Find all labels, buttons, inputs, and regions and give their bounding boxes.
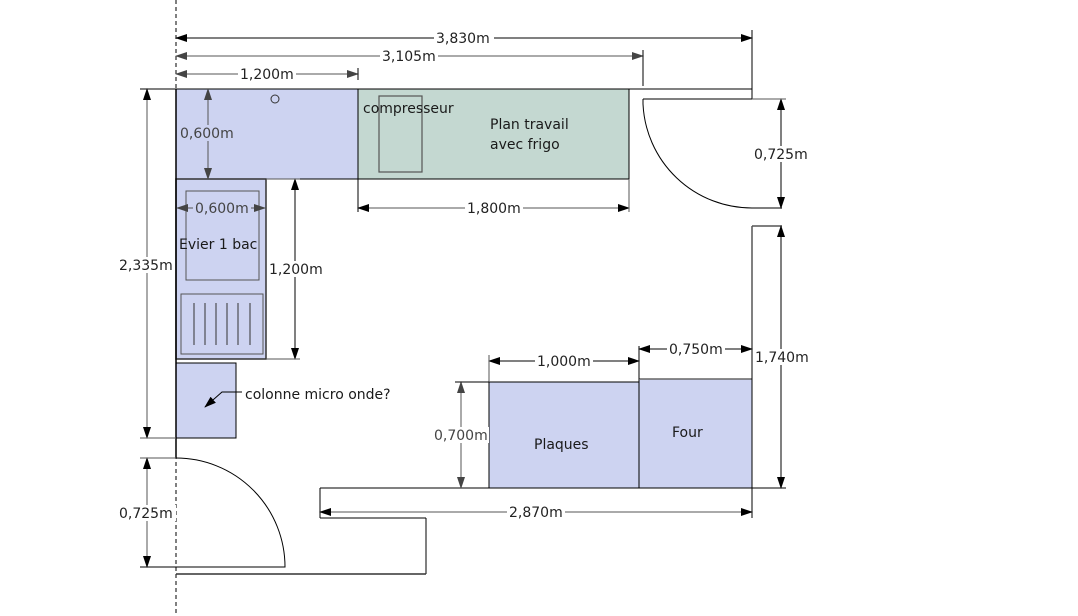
hob-label: Plaques	[534, 437, 589, 453]
dim-bg	[180, 125, 236, 141]
dim-corner-depth: 0,600m	[180, 126, 234, 142]
dim-bottom-run: 2,870m	[509, 505, 563, 521]
dim-bg	[753, 146, 811, 162]
dim-bg	[465, 200, 523, 216]
dim-total-width: 3,830m	[436, 31, 490, 47]
drainer	[180, 293, 264, 355]
compresseur-label: compresseur	[363, 101, 454, 117]
dim-bg	[754, 349, 810, 365]
dim-plaques-depth: 0,700m	[434, 428, 488, 444]
walls	[175, 88, 753, 575]
dim-bg	[118, 257, 174, 273]
dim-bg	[193, 200, 251, 216]
drainer-ribs	[193, 303, 251, 345]
dim-bg	[434, 30, 494, 46]
sink-basin	[185, 190, 260, 281]
left-door[interactable]	[175, 457, 286, 568]
dim-sink-run: 1,200m	[269, 262, 323, 278]
dim-right-door: 0,725m	[754, 147, 808, 163]
dim-bg	[535, 353, 593, 369]
dim-bg	[268, 261, 324, 277]
dim-worktop: 1,800m	[467, 201, 521, 217]
worktop-label-line1: Plan travail	[490, 117, 569, 133]
dim-bg	[118, 505, 176, 521]
compressor-box	[378, 95, 423, 173]
tap-icon	[270, 94, 280, 104]
oven-label: Four	[672, 425, 703, 441]
dim-bg	[238, 66, 296, 82]
dim-four: 0,750m	[669, 342, 723, 358]
hob-unit[interactable]	[488, 381, 640, 489]
dim-left-wall: 2,335m	[119, 258, 173, 274]
dim-bg	[507, 504, 565, 520]
dim-plaques: 1,000m	[537, 354, 591, 370]
dim-corner-width: 1,200m	[240, 67, 294, 83]
right-door[interactable]	[642, 99, 753, 209]
microwave-column[interactable]	[175, 362, 237, 439]
dim-bg	[380, 48, 438, 64]
microwave-label: colonne micro onde?	[245, 387, 391, 403]
dim-right-wall: 1,740m	[755, 350, 809, 366]
dim-bg	[433, 427, 489, 443]
dim-sink-width: 0,600m	[195, 201, 249, 217]
leader-line	[204, 391, 242, 408]
dim-left-door: 0,725m	[119, 506, 173, 522]
sink-label: Evier 1 bac	[179, 237, 257, 253]
dim-to-door: 3,105m	[382, 49, 436, 65]
dim-bg	[667, 341, 725, 357]
worktop-label-line2: avec frigo	[490, 137, 560, 153]
